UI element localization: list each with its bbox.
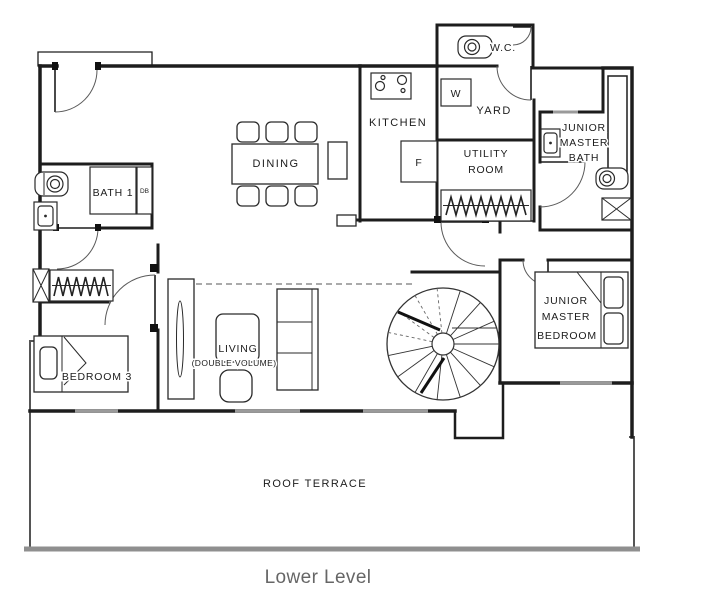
exterior-walls [29, 23, 635, 550]
label-bedroom3: BEDROOM 3 [62, 371, 132, 383]
jr-bath-door-icon [539, 161, 586, 208]
dining-table-icon [231, 121, 319, 207]
label-living-2: (DOUBLE VOLUME) [192, 358, 277, 368]
jr-bath-sink-icon [540, 128, 561, 158]
label-db: DB [140, 188, 149, 195]
stove-icon [370, 72, 412, 100]
ac-ledge-icon [32, 268, 50, 303]
sofa-icon [276, 288, 319, 391]
bath1-toilet-icon [34, 171, 69, 197]
entrance-door-icon [54, 69, 98, 113]
label-jr-bed-3: BEDROOM [537, 330, 597, 342]
wc-door-icon [512, 26, 532, 46]
windows [75, 110, 612, 413]
wc-toilet-icon [457, 35, 493, 59]
label-yard: YARD [476, 105, 511, 117]
label-dining: DINING [253, 158, 300, 170]
fridge-icon [400, 140, 438, 183]
coffee-table-icon [219, 369, 253, 403]
db-box-icon [136, 166, 153, 215]
wardrobe-corridor-icon [49, 269, 114, 302]
label-jr-bath-3: BATH [569, 152, 599, 164]
label-jr-bed-2: MASTER [542, 311, 591, 323]
bedroom3-bed-icon [33, 335, 129, 393]
jr-bed-icon [534, 271, 629, 349]
label-wc: W.C. [490, 42, 516, 54]
label-jr-bed-1: JUNIOR [544, 295, 588, 307]
label-utility-2: ROOM [468, 164, 504, 176]
label-jr-bath-2: MASTER [560, 137, 609, 149]
bath1-shower-icon [89, 166, 137, 215]
label-roof-terrace: ROOF TERRACE [263, 478, 367, 490]
label-jr-bath-1: JUNIOR [562, 122, 606, 134]
label-fridge: F [415, 157, 422, 169]
label-living-1: LIVING [218, 343, 257, 355]
sideboard-icon [327, 141, 348, 180]
furniture [33, 121, 629, 403]
hall-door-icon [440, 221, 486, 267]
room-labels: W.C. YARD W F KITCHEN DINING UTILITY ROO… [60, 41, 609, 492]
ac-ledge-2-icon [601, 197, 632, 221]
label-washer: W [451, 88, 462, 100]
label-utility-1: UTILITY [464, 148, 509, 160]
fixtures [32, 35, 632, 303]
label-bath1: BATH 1 [93, 187, 134, 199]
tv-console-icon [167, 278, 195, 400]
washer-icon [440, 78, 472, 107]
kitchen-counter-icon [336, 214, 357, 227]
jr-bath-toilet-icon [595, 167, 629, 190]
wardrobe-utility-icon [440, 189, 532, 222]
level-caption: Lower Level [265, 567, 372, 588]
bath1-sink-icon [33, 201, 58, 231]
bath1-door-icon [56, 227, 99, 270]
bedroom-wing-door-icon [104, 274, 156, 326]
spiral-stair-icon [386, 287, 500, 401]
label-kitchen: KITCHEN [369, 117, 427, 129]
yard-door-icon [496, 65, 532, 101]
armchair-icon [215, 313, 260, 363]
